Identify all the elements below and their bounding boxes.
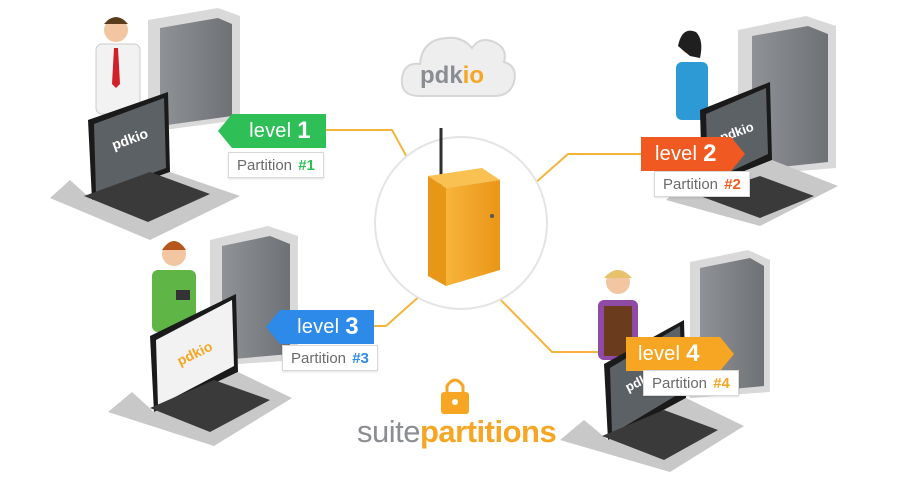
partition-2-number: #2: [724, 175, 741, 193]
partition-4-box: Partition #4: [643, 370, 739, 396]
level-1-number: 1: [297, 117, 311, 144]
partition-1-number: #1: [298, 156, 315, 174]
partition-2-word: Partition: [663, 175, 719, 193]
cloud-logo-text: pdkio: [420, 62, 484, 89]
person-3-avatar: [152, 241, 196, 332]
partition-2-box: Partition #2: [654, 171, 750, 197]
level-1-tag: level 1: [218, 114, 326, 148]
person-2-avatar: [676, 30, 708, 120]
door-1: [148, 8, 240, 132]
partition-3-word: Partition: [291, 349, 347, 367]
level-2-number: 2: [703, 140, 717, 167]
partition-3-box: Partition #3: [282, 345, 378, 371]
partition-3-number: #3: [352, 349, 369, 367]
brand-part-partitions: partitions: [419, 414, 557, 449]
padlock-icon: [441, 378, 469, 414]
person-1-avatar: [95, 17, 141, 115]
partition-4-word: Partition: [652, 374, 708, 392]
level-3-word: level: [297, 315, 340, 338]
partition-1-box: Partition #1: [228, 152, 324, 178]
brand-part-suite: suite: [357, 414, 420, 449]
level-4-word: level: [638, 342, 681, 365]
cloud-icon: [400, 36, 516, 97]
level-3-number: 3: [345, 313, 359, 340]
partition-4-number: #4: [713, 374, 730, 392]
level-4-tag: level 4: [626, 337, 734, 371]
laptop-3: [108, 294, 292, 446]
level-2-word: level: [655, 142, 698, 165]
suitepartitions-logo: suitepartitions: [357, 414, 557, 450]
level-1-word: level: [249, 119, 292, 142]
controller-node: [374, 128, 548, 310]
level-4-number: 4: [686, 340, 700, 367]
laptop-1: [50, 92, 240, 240]
level-2-tag: level 2: [641, 137, 745, 171]
partition-1-word: Partition: [237, 156, 293, 174]
level-3-tag: level 3: [266, 310, 374, 344]
